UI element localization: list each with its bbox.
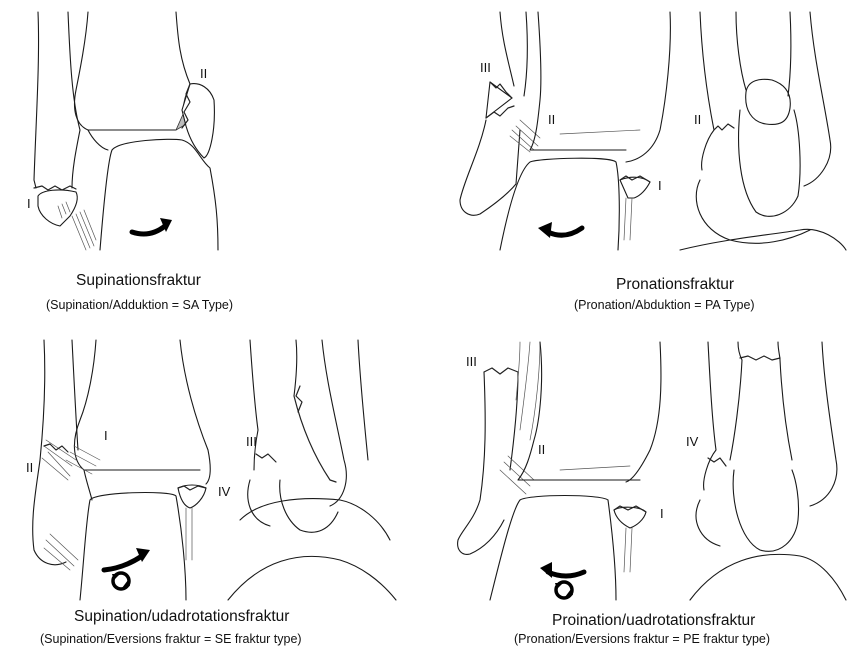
panel-title-supination: Supinationsfraktur (76, 272, 201, 289)
pronation-ankle-drawing (459, 11, 847, 251)
label-ii: II (26, 460, 34, 475)
pronation-external-rotation-drawing (457, 341, 847, 601)
circular-rotation-icon (554, 580, 574, 600)
label-iii: III (246, 434, 257, 449)
label-i: I (658, 178, 662, 193)
label-i: I (660, 506, 664, 521)
circular-rotation-icon (111, 571, 131, 591)
label-iii: III (466, 354, 477, 369)
label-i: I (27, 196, 31, 211)
panel-subtitle-supination-external: (Supination/Eversions fraktur = SE frakt… (40, 632, 302, 646)
panel-subtitle-pronation-external: (Pronation/Eversions fraktur = PE fraktu… (514, 632, 771, 646)
label-i: I (104, 428, 108, 443)
rotation-arrow-icon (545, 569, 587, 579)
label-iii: III (480, 60, 491, 75)
panel-title-pronation: Pronationsfraktur (616, 276, 735, 293)
label-ii: II (538, 442, 546, 457)
label-iv: IV (218, 484, 231, 499)
label-ii: II (694, 112, 702, 127)
rotation-arrow-icon (545, 225, 585, 238)
rotation-arrow-icon (129, 223, 168, 237)
panel-subtitle-pronation: (Pronation/Abduktion = PA Type) (574, 298, 755, 312)
label-iv: IV (686, 434, 699, 449)
panel-title-supination-external: Supination/udadrotationsfraktur (74, 608, 290, 625)
label-ii: II (548, 112, 556, 127)
rotation-arrow-icon (101, 553, 145, 573)
panel-title-pronation-external: Proination/uadrotationsfraktur (552, 612, 756, 629)
supination-external-rotation-drawing (32, 339, 397, 601)
label-ii: II (200, 66, 208, 81)
supination-ankle-drawing (33, 11, 219, 251)
panel-subtitle-supination: (Supination/Adduktion = SA Type) (46, 298, 234, 312)
